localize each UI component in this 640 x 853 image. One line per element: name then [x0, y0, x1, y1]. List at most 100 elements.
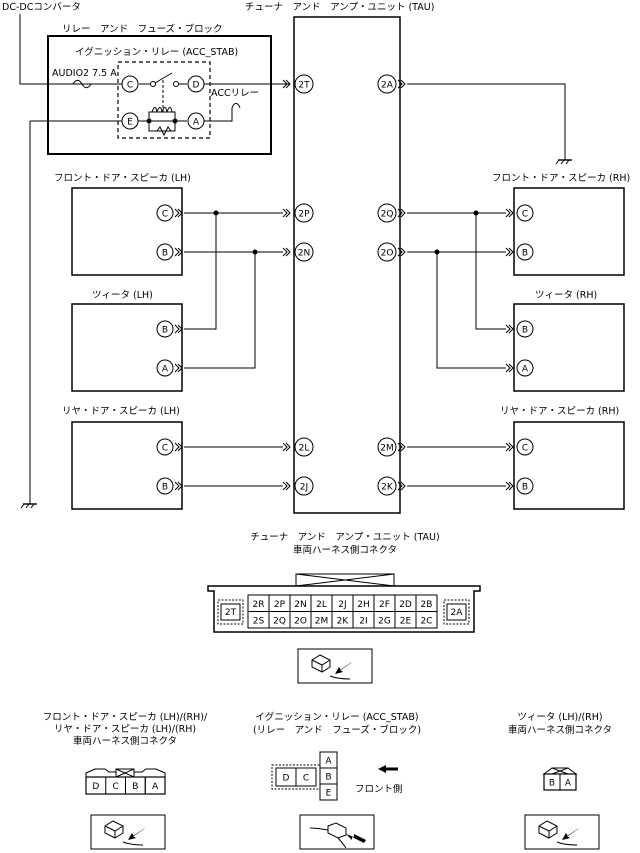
relay-contact-right [173, 81, 179, 87]
tau-pin-2m: 2M [377, 437, 406, 457]
relay-fuse-block [47, 35, 272, 155]
rear-door-lh-label: リヤ・ドア・スピーカ (LH) [62, 406, 180, 417]
tweeter-connector-pin-a: A [565, 779, 572, 789]
rear-door-lh-pin-c: C [162, 444, 168, 454]
tweeter-rh-pin-b: B [522, 326, 528, 336]
tau-connector-subtitle: 車両ハーネス側コネクタ [293, 544, 397, 556]
tweeter-connector-inset [524, 814, 600, 850]
tweeter-lh-label: ツィータ (LH) [92, 290, 153, 301]
tau-connector-pin-2j: 2J [338, 600, 346, 610]
front-door-lh-pin-c: C [162, 210, 168, 220]
front-door-lh-pin-b: B [162, 249, 168, 259]
front-door-rh-pin-c: C [522, 210, 528, 220]
wire-tw-rh-a [436, 252, 506, 369]
tau-connector-pin-2q: 2Q [273, 616, 286, 626]
rear-door-rh-pin-b: B [522, 483, 528, 493]
tweeter-rh-pin-a: A [522, 365, 529, 375]
tau-connector-pin-2l: 2L [316, 600, 327, 610]
svg-text:2N: 2N [298, 249, 310, 259]
svg-text:2T: 2T [298, 81, 310, 91]
tau-pin-2j: 2J [282, 476, 314, 496]
tau-pin-2a: 2A [377, 74, 406, 94]
tau-pin-2o: 2O [377, 242, 406, 262]
relay-connector-pin-e: E [326, 789, 332, 799]
svg-text:2K: 2K [381, 483, 394, 493]
speaker-connector-pin-c: C [112, 782, 118, 792]
front-door-rh-label: フロント・ドア・スピーカ (RH) [492, 173, 630, 184]
svg-text:2P: 2P [298, 210, 310, 220]
tau-connector-pin-2g: 2G [378, 616, 391, 626]
tw-connector-title-2: 車両ハーネス側コネクタ [508, 724, 612, 736]
svg-text:2J: 2J [300, 483, 308, 493]
tau-connector-pin-2d: 2D [399, 600, 412, 610]
svg-text:2Q: 2Q [381, 210, 394, 220]
acc-relay-label: ACCリレー [211, 88, 259, 99]
rear-door-speaker-rh [513, 421, 625, 510]
acc-relay-wire [204, 103, 241, 122]
ground-symbol-lh [20, 499, 38, 509]
speaker-connector-pin-a: A [152, 782, 159, 792]
tweeter-lh-pin-b: B [162, 326, 168, 336]
tau-connector-pin-2h: 2H [357, 600, 370, 610]
tau-connector-inset [297, 648, 373, 684]
rear-door-speaker-lh [71, 421, 183, 510]
front-direction-arrow-icon [378, 765, 398, 773]
tweeter-lh-pin-a: A [162, 365, 169, 375]
svg-text:2A: 2A [381, 81, 394, 91]
svg-text:C: C [127, 81, 133, 91]
tau-connector-pin-2i: 2I [359, 616, 367, 626]
speaker-connector-pin-b: B [132, 782, 138, 792]
ground-symbol-rh [555, 155, 573, 165]
tau-connector-pin-2s: 2S [253, 616, 265, 626]
front-door-speaker-rh [513, 187, 625, 276]
svg-text:E: E [127, 118, 133, 128]
tweeter-connector-pin-b: B [549, 779, 555, 789]
svg-text:2L: 2L [299, 444, 310, 454]
tau-pin-2t: 2T [282, 74, 314, 94]
relay-switch-arm [154, 72, 173, 84]
relay-resistor [156, 126, 172, 137]
relay-pin-c [121, 75, 139, 93]
tau-pin-2p: 2P [282, 203, 314, 223]
wire-tw-lh-a [184, 252, 256, 369]
fuse-symbol [72, 79, 92, 89]
relay-connector-title-1: イグニッション・リレー (ACC_STAB) [255, 711, 418, 723]
svg-text:2O: 2O [381, 249, 394, 259]
tau-connector-pin-2a: 2A [451, 608, 464, 618]
rear-door-rh-pin-c: C [522, 444, 528, 454]
spk-connector-title-3: 車両ハーネス側コネクタ [73, 735, 177, 747]
tweeter-rh [513, 303, 625, 392]
tau-pin-2k: 2K [377, 476, 406, 496]
spk-connector-title-1: フロント・ドア・スピーカ (LH)/(RH)/ [43, 712, 208, 723]
rear-door-rh-label: リヤ・ドア・スピーカ (RH) [500, 406, 619, 417]
tweeter-lh [71, 303, 183, 392]
speaker-connector-pin-d: D [92, 782, 99, 792]
wire-tw-rh-b [475, 213, 506, 330]
front-side-label: フロント側 [355, 783, 403, 795]
rear-door-lh-pin-b: B [162, 483, 168, 493]
tau-connector-pin-2n: 2N [294, 600, 306, 610]
tw-connector-title-1: ツィータ (LH)/(RH) [517, 712, 602, 723]
relay-connector-inset [299, 814, 375, 850]
tau-connector-pin-2k: 2K [337, 616, 350, 626]
tau-unit [293, 16, 401, 514]
wire-tw-lh-b [184, 213, 217, 330]
relay-connector-pin-a: A [325, 757, 332, 767]
tau-connector-pin-2p: 2P [274, 600, 286, 610]
ign-relay-label: イグニッション・リレー (ACC_STAB) [75, 46, 238, 58]
relay-coil [151, 107, 173, 113]
relay-connector-pin-d: D [283, 774, 290, 784]
svg-text:A: A [193, 118, 200, 128]
relay-connector-pin-b: B [325, 773, 331, 783]
tau-connector-pin-2t: 2T [225, 608, 237, 618]
tau-connector-pin-2e: 2E [400, 616, 412, 626]
tau-connector-pin-2o: 2O [294, 616, 307, 626]
front-door-speaker-lh [71, 187, 183, 276]
tau-pin-2q: 2Q [377, 203, 406, 223]
tau-connector-pin-2c: 2C [420, 616, 432, 626]
front-door-lh-label: フロント・ドア・スピーカ (LH) [54, 173, 191, 184]
wire-2a-ground [407, 83, 566, 156]
tau-pin-2l: 2L [282, 437, 314, 457]
